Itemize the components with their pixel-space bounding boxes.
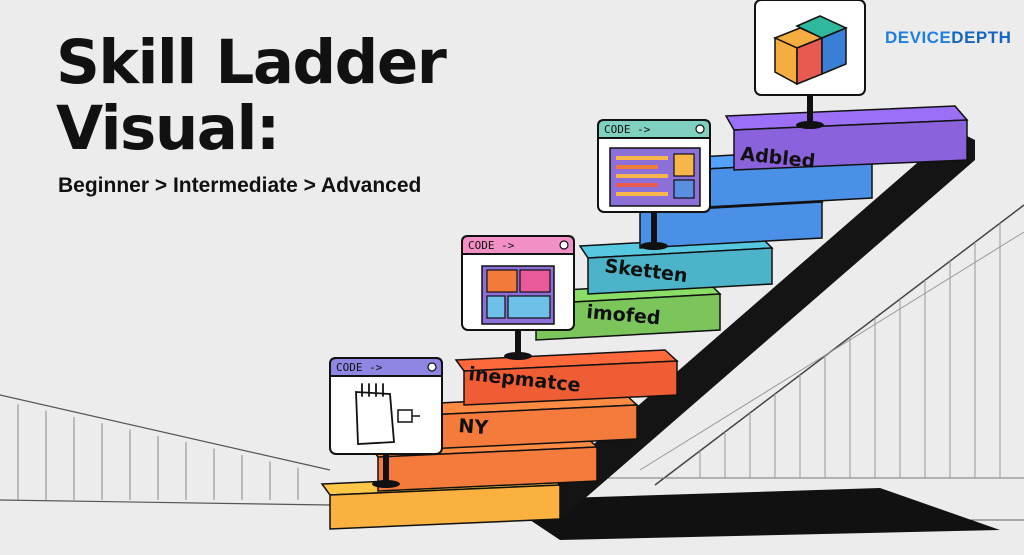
card-stand-pole	[383, 454, 389, 484]
bg-right-diagonal-2	[639, 231, 1024, 471]
step-riser	[463, 360, 678, 406]
step-label: NY	[458, 415, 489, 439]
subtitle: Beginner > Intermediate > Advanced	[58, 174, 422, 197]
code-line	[616, 174, 668, 178]
card-header	[329, 357, 443, 377]
card-stand-base	[372, 480, 400, 488]
card-header	[597, 119, 711, 139]
card-stand-base	[796, 121, 824, 129]
layout-blocks-icon	[481, 265, 555, 325]
code-line	[616, 192, 668, 196]
code-line	[616, 165, 658, 169]
card-title: CODE ->	[468, 239, 515, 252]
floor-shadow	[500, 488, 1000, 540]
step-riser	[733, 119, 968, 171]
block-orange	[486, 269, 518, 293]
card-close-icon	[695, 124, 705, 134]
tablet-hand-icon	[355, 383, 420, 445]
background-lines	[0, 204, 1024, 540]
tablet-outline	[355, 391, 395, 445]
brand-part-1: DEVICE	[885, 28, 952, 47]
card-stand-pole	[651, 212, 657, 246]
bg-left-diagonal	[0, 394, 331, 471]
card-stand-base	[504, 352, 532, 360]
card-stand-pole	[515, 330, 521, 356]
code-editor-icon	[609, 147, 701, 207]
step-riser	[587, 247, 773, 295]
block-pink	[519, 269, 551, 293]
staircase-side	[548, 130, 975, 520]
editor-panel	[673, 153, 695, 177]
block-wide	[507, 295, 551, 319]
cube-right-face	[821, 26, 847, 76]
card-stand-base	[640, 242, 668, 250]
card-title: CODE ->	[604, 123, 651, 136]
bg-left-floor	[0, 499, 331, 506]
card-title: CODE ->	[336, 361, 383, 374]
card-close-icon	[427, 362, 437, 372]
brand-logo: DEVICEDEPTH	[885, 28, 1011, 48]
title-line-1: Skill Ladder	[56, 27, 447, 98]
card-stand-pole	[807, 95, 813, 125]
editor-panel-2	[673, 179, 695, 199]
code-card: CODE ->	[461, 235, 575, 360]
card-close-icon	[559, 240, 569, 250]
code-card: CODE ->	[597, 119, 711, 250]
title-line-2: Visual:	[56, 93, 280, 164]
card-header	[461, 235, 575, 255]
bg-right-diagonal	[654, 204, 1024, 486]
brand-part-2: DEPTH	[951, 28, 1012, 47]
cube-card	[754, 0, 866, 129]
step-riser	[329, 484, 561, 530]
code-card: CODE ->	[329, 357, 443, 488]
cube-icon	[773, 15, 848, 86]
code-line	[616, 183, 658, 187]
page-title: Skill Ladder Visual:	[56, 27, 447, 164]
plug-box	[397, 409, 413, 423]
block-blue	[486, 295, 506, 319]
code-cards: CODE -> CODE -> CODE ->	[329, 119, 711, 488]
code-line	[616, 156, 668, 160]
step-riser	[639, 201, 823, 249]
step-riser	[377, 446, 598, 492]
